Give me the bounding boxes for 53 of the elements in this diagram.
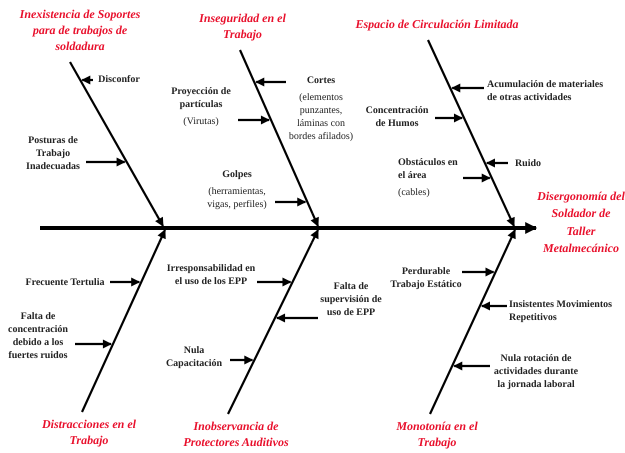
arrow — [435, 114, 463, 122]
cause-label: Cortes — [306, 74, 336, 87]
effect-label: Disergonomía del Soldador de Taller Metalmecánico — [537, 188, 625, 258]
spine-arrow — [518, 222, 538, 234]
arrow — [230, 356, 254, 364]
arrow — [462, 268, 494, 276]
cause-label: Disconfor — [95, 73, 143, 86]
arrow — [276, 314, 318, 322]
cause-label: Falta de concentración debido a los fuertes ruidos — [2, 310, 74, 362]
cause-label: Ruido — [510, 157, 546, 170]
arrow — [451, 84, 484, 92]
cause-label: Proyección de partículas — [170, 85, 232, 111]
category-label: Inexistencia de Soportes para de trabajos de soldadura — [18, 6, 142, 55]
category-label: Distracciones en el Trabajo — [41, 416, 137, 448]
cause-label: Nula rotación de actividades durante la jornada laboral — [490, 352, 582, 391]
cause-label: Falta de supervisión de uso de EPP — [320, 280, 382, 319]
arrow — [257, 278, 292, 286]
arrow — [486, 158, 508, 168]
arrow — [86, 158, 126, 166]
cause-label: Acumulación de materiales de otras actividades — [487, 78, 609, 104]
cause-label: Irresponsabilidad en el uso de los EPP — [166, 262, 256, 288]
category-label: Inseguridad en el Trabajo — [198, 10, 287, 42]
fishbone-branch-arrow — [155, 213, 164, 227]
arrow — [453, 362, 490, 370]
category-label: Inobservancia de Protectores Auditivos — [182, 418, 290, 450]
cause-label: Obstáculos en el área — [398, 156, 459, 182]
fishbone-branch-arrow — [310, 229, 319, 244]
arrow — [481, 302, 507, 310]
cause-detail: (herramientas, vigas, perfiles) — [206, 185, 268, 211]
fishbone-branch-arrow — [310, 212, 319, 227]
fishbone-branch-arrow — [508, 229, 516, 244]
arrow — [275, 198, 306, 206]
fishbone-branch-arrow — [158, 229, 166, 244]
cause-label: Perdurable Trabajo Estático — [390, 265, 462, 291]
cause-label: Posturas de Trabajo Inadecuadas — [20, 134, 86, 173]
arrow — [255, 78, 286, 86]
arrow — [110, 278, 140, 286]
cause-label: Nula Capacitación — [158, 344, 230, 370]
arrow — [75, 340, 112, 348]
fishbone-branch-arrow — [506, 212, 515, 227]
cause-label: Insistentes Movimientos Repetitivos — [509, 298, 623, 324]
spine-line — [40, 226, 518, 230]
cause-detail: (elementos punzantes, láminas con bordes afilados) — [288, 91, 354, 143]
cause-label: Golpes — [221, 168, 253, 181]
arrow — [238, 116, 270, 124]
cause-detail: (cables) — [398, 186, 431, 199]
arrow — [81, 76, 93, 84]
arrow — [463, 174, 491, 182]
category-label: Monotonía en el Trabajo — [395, 418, 479, 450]
cause-label: Frecuente Tertulia — [20, 276, 110, 289]
category-label: Espacio de Circulación Limitada — [354, 16, 520, 32]
cause-detail: (Virutas) — [182, 115, 220, 128]
cause-label: Concentración de Humos — [360, 104, 434, 130]
